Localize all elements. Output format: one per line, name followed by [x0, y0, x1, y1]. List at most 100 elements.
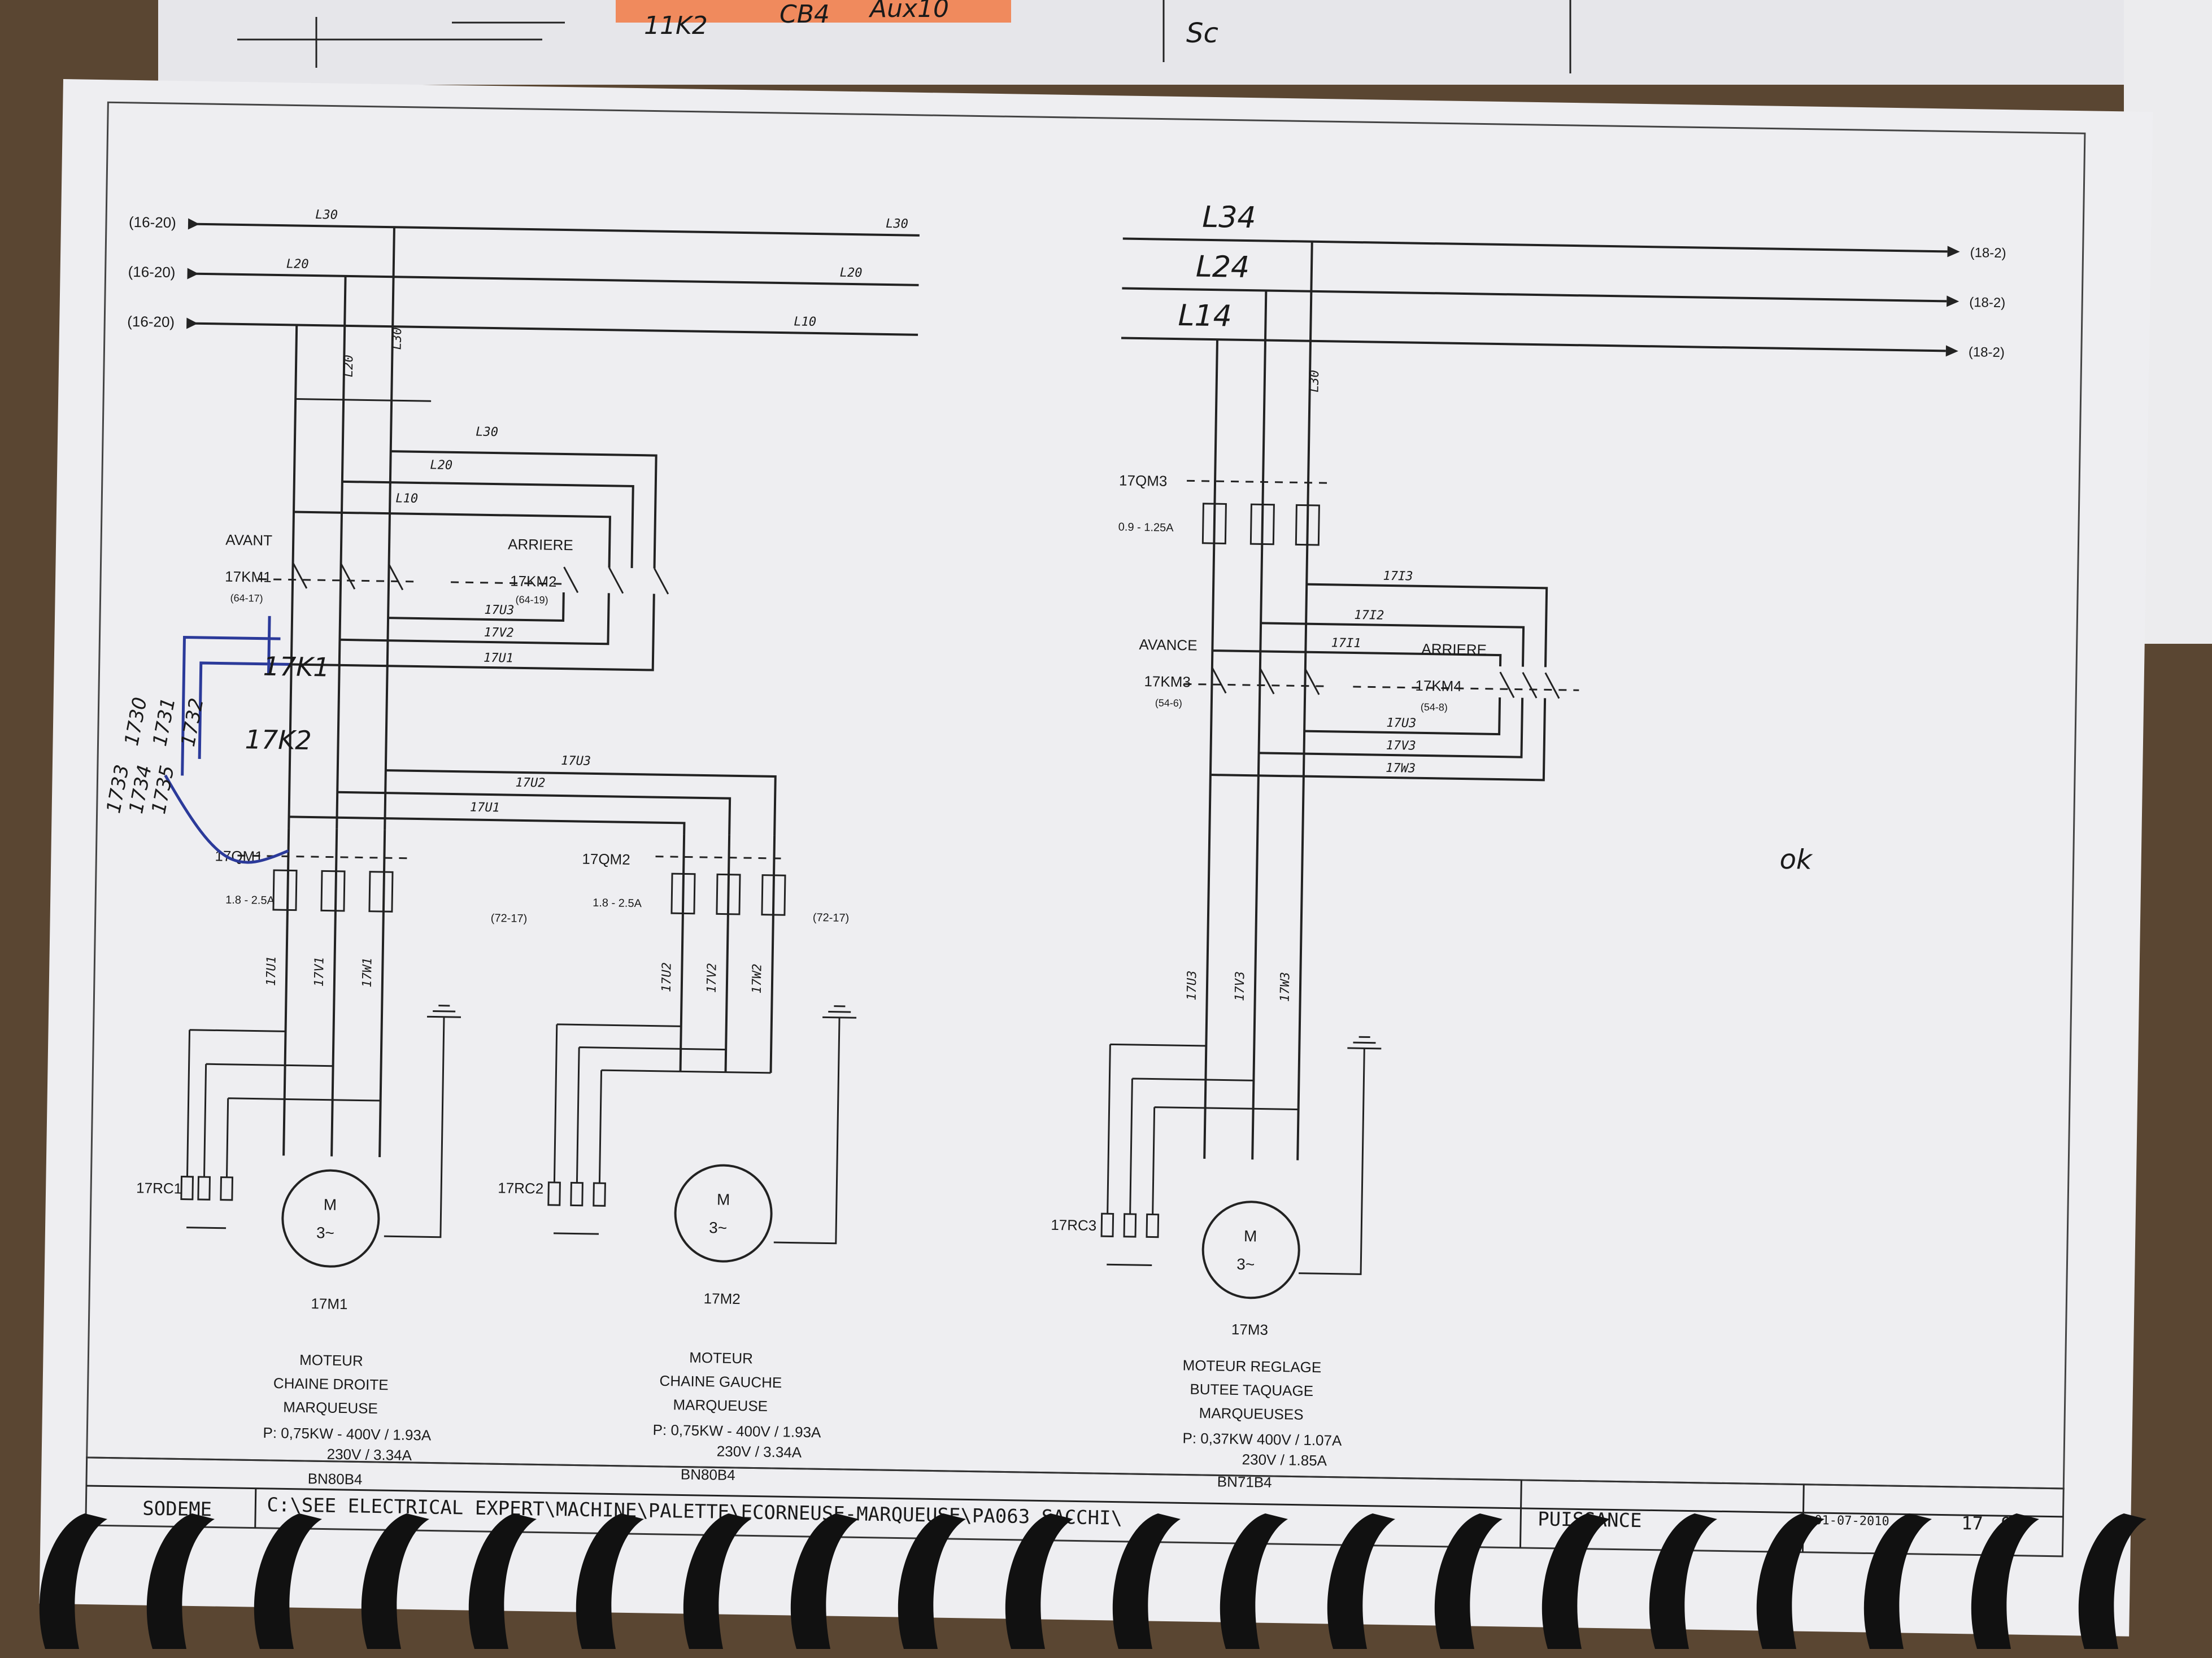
m1-line-2: CHAINE DROITE [273, 1375, 389, 1393]
drops-left [288, 227, 395, 830]
m1-line-1: MOTEUR [299, 1351, 363, 1369]
binding-ring [576, 1513, 644, 1649]
label-17qm3: 17QM3 [1119, 472, 1168, 489]
label-17km1: 17KM1 [225, 568, 272, 586]
qm3-r1 [1201, 503, 1227, 544]
bus-ref-r3: (18-2) [1969, 344, 2005, 360]
label-arriere-r: ARRIERE [1421, 640, 1487, 658]
m3-line-3: MARQUEUSES [1199, 1404, 1303, 1423]
feed-label-l20: L20 [430, 458, 452, 473]
m2-feed-2: 17U2 [515, 776, 545, 791]
label-17qm1-range: 1.8 - 2.5A [225, 894, 275, 907]
label-17qm3-range: 0.9 - 1.25A [1118, 521, 1174, 534]
m3-line-1: MOTEUR REGLAGE [1182, 1356, 1321, 1376]
m1-phase: 3~ [316, 1224, 334, 1241]
m2-feed-1: 17U3 [561, 754, 591, 769]
binding-ring [1005, 1513, 1073, 1649]
ret-label-1: 17U3 [484, 603, 514, 618]
contactor-link [259, 578, 564, 585]
m2-id: 17M2 [703, 1290, 741, 1307]
top-note-aux: Aux10 [868, 0, 949, 23]
m2-line-1: MOTEUR [689, 1349, 753, 1367]
bus-label-l20-r: L20 [840, 266, 863, 281]
drops-right [1203, 241, 1313, 1160]
top-note-11k2: 11K2 [644, 11, 708, 40]
rc1-r3 [220, 1176, 234, 1201]
ret-label-3: 17U1 [484, 651, 513, 666]
m2-earth-symbol [822, 1005, 857, 1019]
bus-hand-l14: L14 [1178, 299, 1232, 333]
tb-page: 17 [1961, 1512, 1983, 1534]
m2-feed [289, 769, 777, 836]
motor-17m1-symbol [281, 1169, 380, 1268]
label-17rc2: 17RC2 [498, 1179, 543, 1197]
handwritten-annotations: 17K1 17K2 1733 1734 1735 1730 1731 1732 … [102, 616, 1813, 876]
rc2-r3 [593, 1182, 606, 1207]
m3-wire-w: 17W3 [1278, 972, 1293, 1002]
m2-line-4: P: 0,75KW - 400V / 1.93A [652, 1421, 821, 1441]
binding-ring [1112, 1513, 1181, 1649]
binding-ring [790, 1513, 859, 1649]
km2-return [291, 592, 655, 671]
label-17qm2: 17QM2 [582, 850, 630, 868]
qm3-r2 [1249, 503, 1275, 546]
km2-feed [293, 450, 657, 569]
underlying-page [158, 0, 2180, 85]
label-17qm2-range: 1.8 - 2.5A [593, 897, 642, 910]
m2-line-2: CHAINE GAUCHE [659, 1372, 782, 1391]
m3-line-2: BUTEE TAQUAGE [1190, 1381, 1313, 1399]
drop-label-l30-r: L30 [1308, 370, 1322, 392]
bus-label-l20: L20 [286, 257, 309, 272]
km4-ret-1: 17U3 [1386, 716, 1416, 731]
drive-left: L20 L30 L30 L20 L10 AVANT 17KM1 (64-17) … [136, 227, 857, 1268]
bus-ref-l10: (16-20) [127, 313, 175, 330]
bus-arrows-left [186, 218, 199, 329]
label-arriere: ARRIERE [508, 535, 573, 553]
m1-letter: M [324, 1195, 337, 1213]
m1-line-6: BN80B4 [307, 1470, 362, 1488]
binding-ring [1971, 1513, 2039, 1649]
label-17rc3: 17RC3 [1051, 1216, 1096, 1234]
bus-arrows-right [1945, 246, 1960, 357]
m1-wire-u: 17U1 [264, 956, 279, 986]
rc3-wiring [1107, 1043, 1299, 1267]
bus-ref-r1: (18-2) [1970, 245, 2006, 261]
m1-line-3: MARQUEUSE [283, 1398, 378, 1417]
m2-phase: 3~ [709, 1219, 727, 1236]
binding-ring [146, 1513, 215, 1649]
binding-ring [1327, 1513, 1395, 1649]
top-strip-lines [237, 0, 1571, 73]
binding-ring [39, 1513, 107, 1649]
m2-wire-w: 17W2 [750, 963, 765, 993]
km4-ret-2: 17V3 [1386, 739, 1416, 753]
m1-wire-w: 17W1 [360, 957, 375, 987]
rc1-r2 [197, 1176, 211, 1201]
rc3-r3 [1146, 1213, 1160, 1238]
binding-ring [1220, 1513, 1288, 1649]
bus-hand-l34: L34 [1202, 200, 1256, 235]
km4-feed-3: 17I1 [1331, 636, 1361, 651]
m2-feed-3: 17U1 [470, 800, 500, 815]
m3-letter: M [1244, 1227, 1257, 1245]
rc1-wiring [186, 1029, 381, 1229]
label-17km2-ref: (64-19) [515, 594, 548, 606]
label-17qm2-ref: (72-17) [813, 911, 850, 924]
binding-ring [1542, 1513, 1610, 1649]
label-17km2: 17KM2 [510, 573, 557, 590]
rc1-r1 [180, 1176, 194, 1201]
label-avant: AVANT [225, 531, 272, 549]
breaker-17qm1: 17QM1 1.8 - 2.5A (72-17) [215, 847, 527, 925]
bus-lines-left [195, 222, 920, 336]
blue-pen-strokes [164, 616, 291, 864]
binding-ring [254, 1513, 322, 1649]
m3-id: 17M3 [1231, 1321, 1269, 1338]
m3-line-4: P: 0,37KW 400V / 1.07A [1182, 1429, 1342, 1448]
m2-line-5: 230V / 3.34A [717, 1442, 802, 1460]
note-ok: ok [1779, 844, 1813, 876]
motor-17m3-symbol [1201, 1201, 1300, 1299]
top-note-sc: Sc [1186, 18, 1218, 49]
binding-ring [468, 1513, 537, 1649]
label-17km3: 17KM3 [1144, 673, 1191, 690]
label-17km4: 17KM4 [1415, 677, 1462, 695]
m2-letter: M [717, 1190, 730, 1208]
